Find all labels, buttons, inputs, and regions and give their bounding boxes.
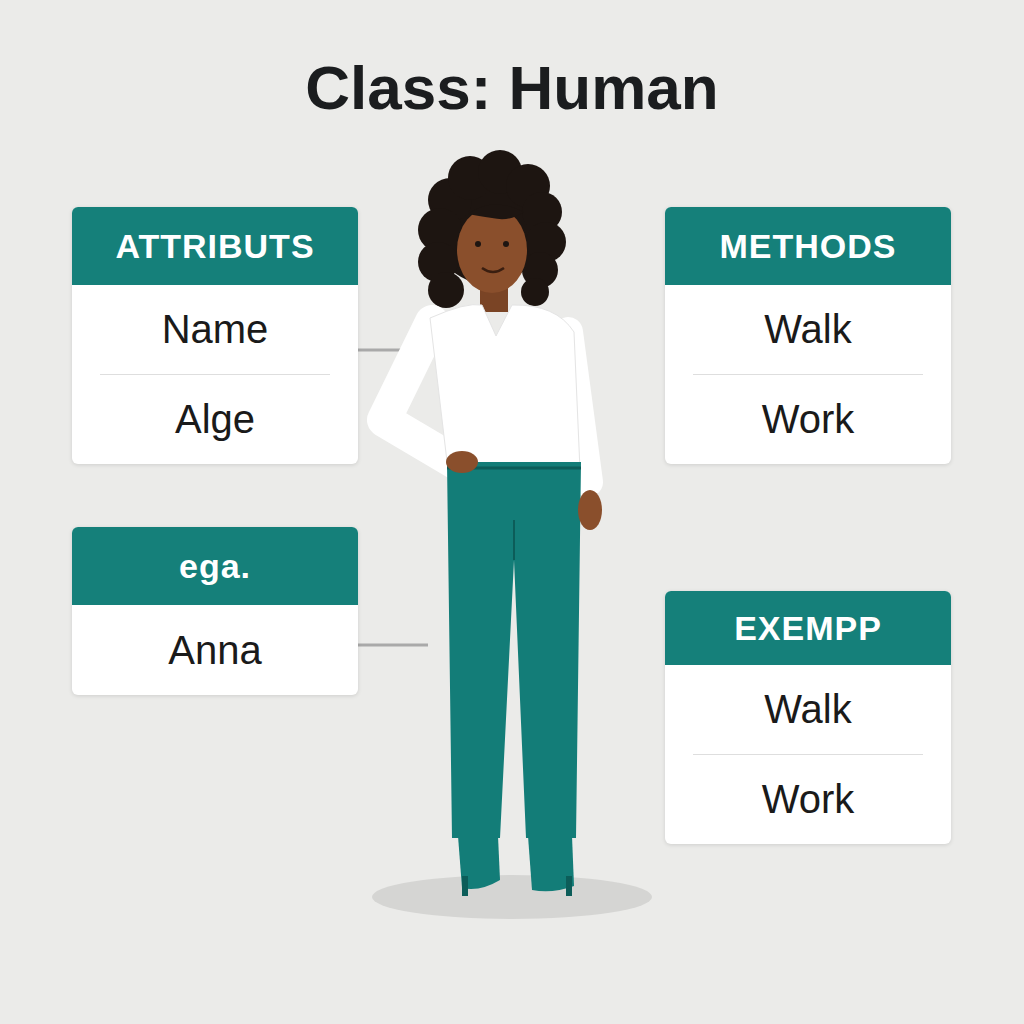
- box-item: Alge: [72, 375, 358, 464]
- box-item: Anna: [72, 605, 358, 695]
- shadow: [372, 875, 652, 919]
- hand: [578, 490, 602, 530]
- box-item: Work: [665, 755, 951, 844]
- box-item: Work: [665, 375, 951, 464]
- leader-line: [358, 644, 428, 647]
- box-header: ega.: [72, 527, 358, 605]
- hand: [446, 451, 478, 473]
- class-box: EXEMPPWalkWork: [665, 591, 951, 844]
- box-item: Walk: [665, 665, 951, 754]
- shirt: [430, 305, 580, 470]
- hair: [418, 150, 566, 308]
- trousers: [447, 462, 581, 838]
- diagram-title: Class: Human: [0, 52, 1024, 123]
- divider: [100, 374, 330, 375]
- face: [457, 207, 527, 293]
- box-header: EXEMPP: [665, 591, 951, 665]
- divider: [693, 754, 923, 755]
- box-header: METHODS: [665, 207, 951, 285]
- box-item: Walk: [665, 285, 951, 374]
- box-item: Name: [72, 285, 358, 374]
- class-box: ATTRIBUTSNameAlge: [72, 207, 358, 464]
- box-header: ATTRIBUTS: [72, 207, 358, 285]
- hair-fringe: [468, 204, 524, 219]
- class-box: METHODSWalkWork: [665, 207, 951, 464]
- class-box: ega.Anna: [72, 527, 358, 695]
- divider: [693, 374, 923, 375]
